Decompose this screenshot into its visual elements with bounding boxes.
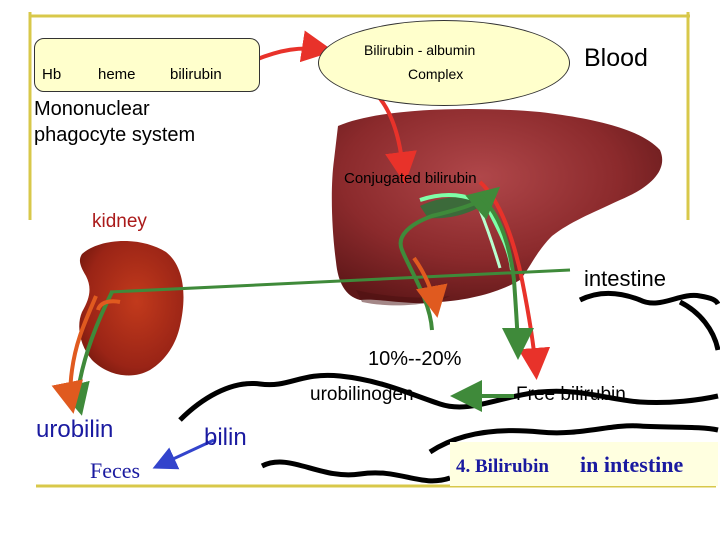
free-bilirubin-label: Free bilirubin: [516, 384, 626, 405]
kidney-illustration: [79, 240, 184, 376]
urobilinogen-label: urobilinogen: [310, 384, 414, 405]
arrow-to-kidney-green: [109, 268, 571, 294]
caption-box: [450, 442, 718, 486]
intestine-label: intestine: [584, 266, 666, 291]
caption-part1: 4. Bilirubin: [456, 456, 549, 477]
intestine-wall-upper: [578, 290, 720, 306]
mps-line1: Mononuclear: [34, 98, 150, 120]
heme-label: heme: [98, 66, 136, 83]
arrow-kidney-down-orange: [51, 295, 98, 414]
bilin-label: bilin: [204, 424, 247, 451]
mps-line2: phagocyte system: [34, 124, 196, 146]
blood-label: Blood: [584, 44, 648, 72]
heme-pathway-box: [34, 38, 260, 92]
feces-label: Feces: [90, 458, 141, 483]
percent-label: 10%--20%: [368, 348, 462, 370]
intestine-wall-bottom-2: [428, 423, 719, 455]
conjugated-bilirubin-label: Conjugated bilirubin: [344, 170, 477, 187]
arrow-liver-to-kidney-orange: [96, 299, 121, 311]
intestine-wall-lower: [178, 372, 719, 422]
bilirubin-albumin-complex-ellipse: [318, 20, 570, 106]
complex-line1: Bilirubin - albumin: [364, 42, 476, 58]
kidney-label: kidney: [92, 211, 147, 232]
caption-part2: in intestine: [580, 452, 684, 477]
arrow-liver-to-intestine-orange: [412, 256, 448, 318]
bilirubin-label: bilirubin: [170, 66, 222, 83]
arrow-bilirubin-to-complex: [254, 30, 334, 63]
arrow-bilin-to-feces: [152, 438, 215, 470]
complex-line2: Complex: [408, 66, 464, 82]
intestine-wall-bottom: [260, 459, 451, 484]
hb-label: Hb: [42, 66, 62, 83]
arrow-liver-to-intestine-green: [478, 194, 534, 360]
urobilin-label: urobilin: [36, 416, 114, 443]
intestine-fold-right: [678, 299, 720, 351]
